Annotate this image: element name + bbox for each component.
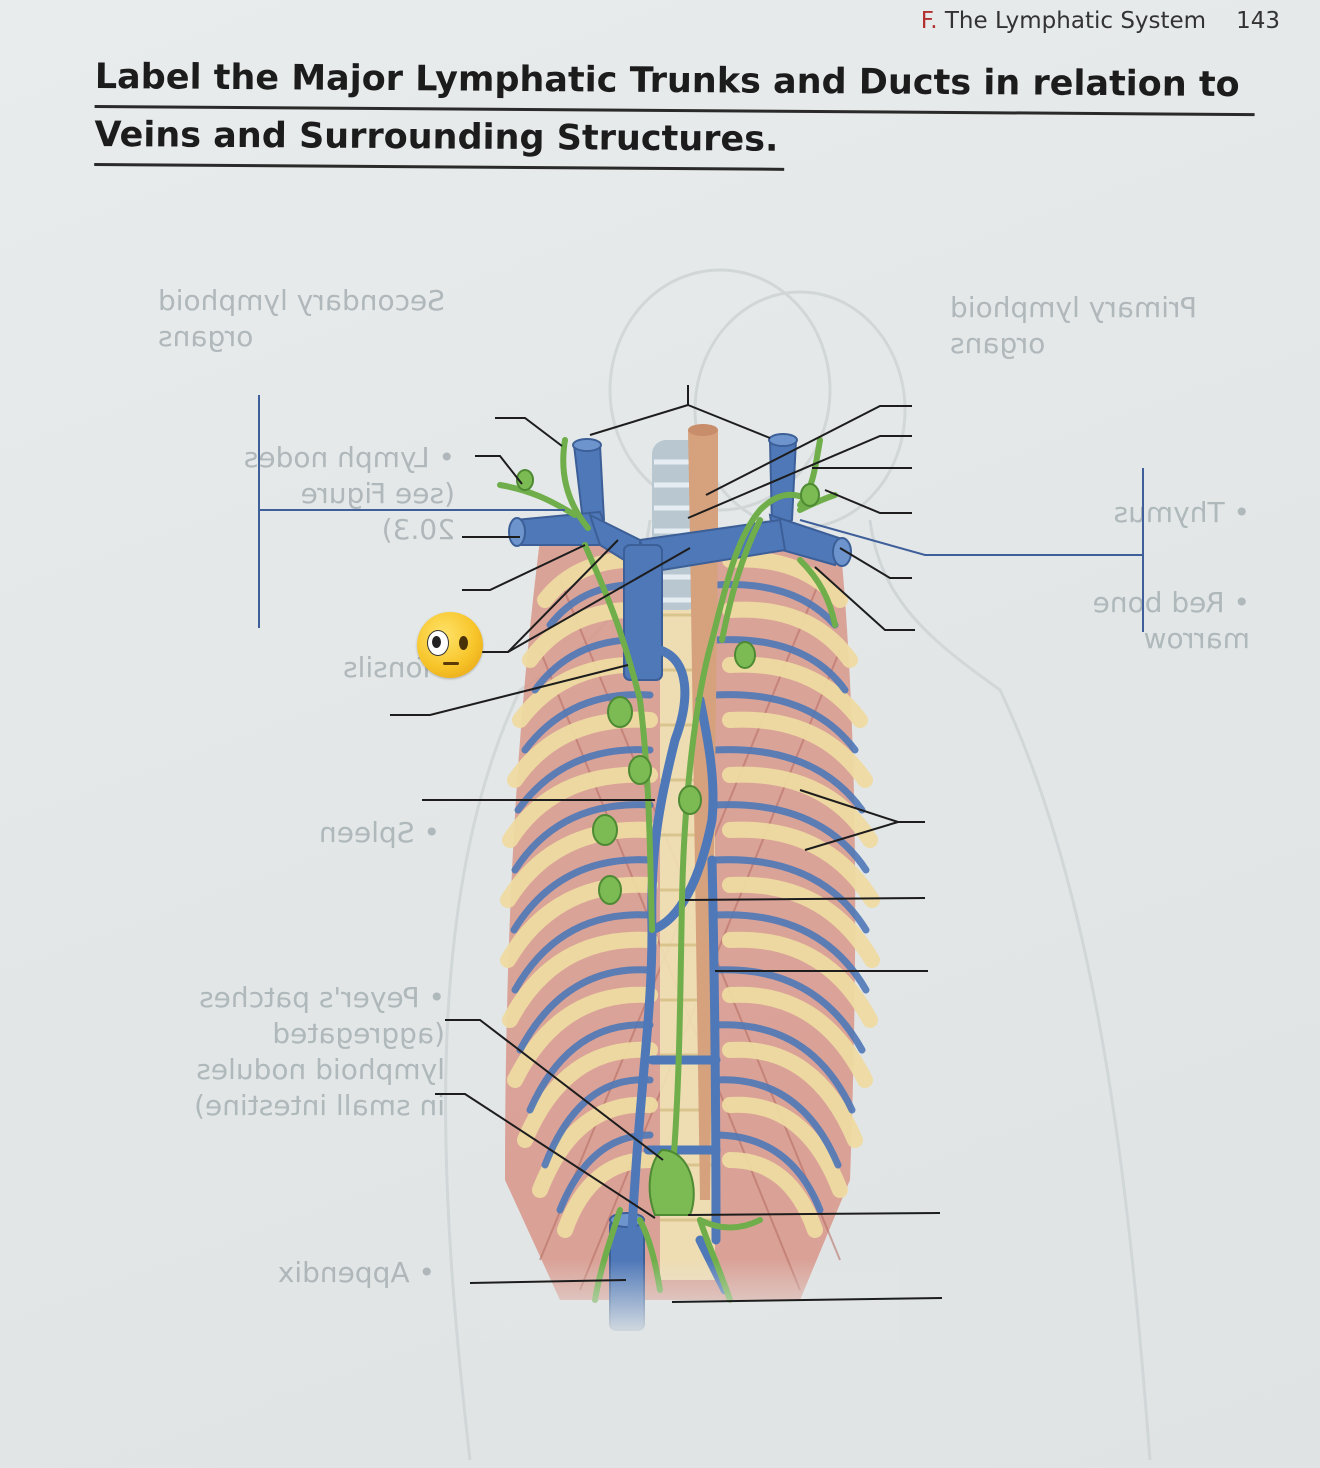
- intercostal-veins: [510, 581, 870, 1214]
- face-with-peeking-eye-emoji: [417, 612, 483, 678]
- emoji-small-eye: [459, 636, 468, 650]
- emoji-pupil: [432, 636, 441, 648]
- emoji-mouth: [443, 662, 459, 665]
- page-header: F. The Lymphatic System 143: [921, 8, 1280, 34]
- label-leader-lines: [390, 385, 943, 1303]
- ribs: [500, 551, 880, 1238]
- esophagus-opening: [688, 424, 718, 436]
- blue-bracket-lines: [258, 395, 1144, 632]
- section-title: F. The Lymphatic System: [920, 8, 1207, 34]
- lymph-nodes: [516, 469, 820, 1216]
- page-number: 143: [1236, 8, 1280, 34]
